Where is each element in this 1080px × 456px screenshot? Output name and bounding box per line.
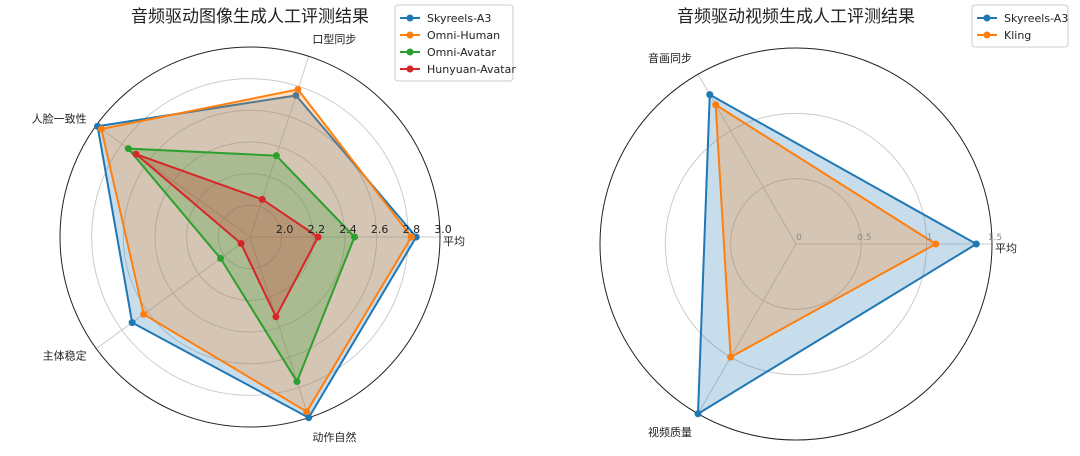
r-tick-label: 2.8	[403, 223, 421, 236]
polar-frame	[599, 47, 993, 441]
series-area-skyreels-a3	[97, 95, 417, 418]
data-point-omni-human	[97, 125, 105, 133]
polar-frame	[59, 46, 441, 428]
series-area-hunyuan-avatar	[135, 154, 319, 317]
r-tick-label: 2.2	[308, 223, 326, 236]
r-tick-label: 2.4	[339, 223, 357, 236]
legend-label: Omni-Human	[427, 29, 500, 42]
legend-label: Hunyuan-Avatar	[427, 63, 516, 76]
data-point-omni-avatar	[351, 233, 358, 241]
series-line-kling	[714, 102, 938, 359]
data-point-hunyuan-avatar	[258, 195, 266, 203]
data-point-kling	[712, 101, 720, 109]
axis-label: 口型同步	[312, 32, 356, 46]
grid-spoke	[95, 236, 251, 350]
grid-spoke	[697, 243, 797, 414]
series-line-skyreels-a3	[96, 94, 418, 420]
r-tick-label: 1	[927, 233, 933, 243]
axis-label: 音画同步	[648, 51, 692, 65]
data-point-omni-avatar	[217, 254, 225, 262]
axis-label: 平均	[443, 235, 465, 248]
data-point-skyreels-a3	[706, 91, 714, 99]
data-point-omni-human	[303, 408, 311, 416]
data-point-hunyuan-avatar	[314, 233, 322, 241]
data-point-skyreels-a3	[305, 414, 313, 422]
r-tick-label: 0.5	[857, 233, 871, 243]
data-point-skyreels-a3	[972, 240, 980, 248]
series-area-kling	[715, 104, 936, 358]
series-area-omni-avatar	[128, 148, 355, 382]
legend-box	[971, 4, 1069, 48]
axis-label: 人脸一致性	[32, 111, 87, 125]
data-point-omni-avatar	[124, 145, 132, 153]
series-area-skyreels-a3	[698, 94, 977, 414]
legend-box	[394, 4, 514, 82]
axis-label: 主体稳定	[43, 349, 87, 363]
axis-label: 视频质量	[648, 425, 692, 439]
image-generation-radar-chart: 音频驱动图像生成人工评测结果 2.0 2.2 2.4 2.6 2.8 3.0平均 口型同步人…	[32, 4, 516, 444]
data-point-skyreels-a3	[292, 91, 300, 99]
chart-title: 音频驱动视频生成人工评测结果	[677, 7, 915, 27]
r-tick-label: 2.6	[371, 223, 389, 236]
data-point-kling	[932, 240, 940, 248]
data-point-hunyuan-avatar	[272, 313, 280, 321]
r-tick-label: 0	[796, 233, 802, 243]
legend-swatch-marker	[983, 14, 991, 22]
axis-label: 平均	[995, 242, 1017, 255]
legend-swatch-marker	[406, 31, 414, 39]
axis-label: 动作自然	[312, 430, 356, 444]
data-point-omni-human	[408, 233, 415, 241]
data-point-skyreels-a3	[694, 410, 702, 418]
series-line-skyreels-a3	[696, 92, 979, 416]
legend-swatch-marker	[983, 31, 991, 39]
series-line-hunyuan-avatar	[135, 153, 320, 320]
legend-label: Skyreels-A3	[1004, 12, 1068, 25]
data-point-omni-human	[140, 310, 148, 318]
data-point-kling	[727, 353, 735, 361]
r-tick-label: 1.5	[988, 233, 1002, 243]
r-tick-label: 3.0	[434, 223, 452, 236]
legend: Skyreels-A3Omni-HumanOmni-AvatarHunyuan-…	[394, 4, 516, 82]
legend-swatch-marker	[406, 65, 414, 73]
series-line-omni-avatar	[126, 147, 356, 384]
series-line-omni-human	[100, 88, 413, 414]
legend-label: Kling	[1004, 29, 1031, 42]
data-point-hunyuan-avatar	[132, 150, 140, 158]
data-point-hunyuan-avatar	[237, 240, 245, 248]
legend-swatch-marker	[406, 48, 414, 56]
legend-swatch-marker	[406, 14, 414, 22]
data-point-omni-human	[294, 85, 302, 93]
grid-spoke	[95, 124, 251, 238]
data-point-skyreels-a3	[128, 319, 136, 327]
grid-spoke	[249, 236, 310, 418]
data-point-omni-avatar	[293, 378, 301, 386]
legend-label: Skyreels-A3	[427, 12, 491, 25]
chart-title: 音频驱动图像生成人工评测结果	[131, 7, 369, 27]
data-point-omni-avatar	[272, 152, 280, 160]
r-tick-label: 2.0	[276, 223, 294, 236]
legend-label: Omni-Avatar	[427, 46, 496, 59]
